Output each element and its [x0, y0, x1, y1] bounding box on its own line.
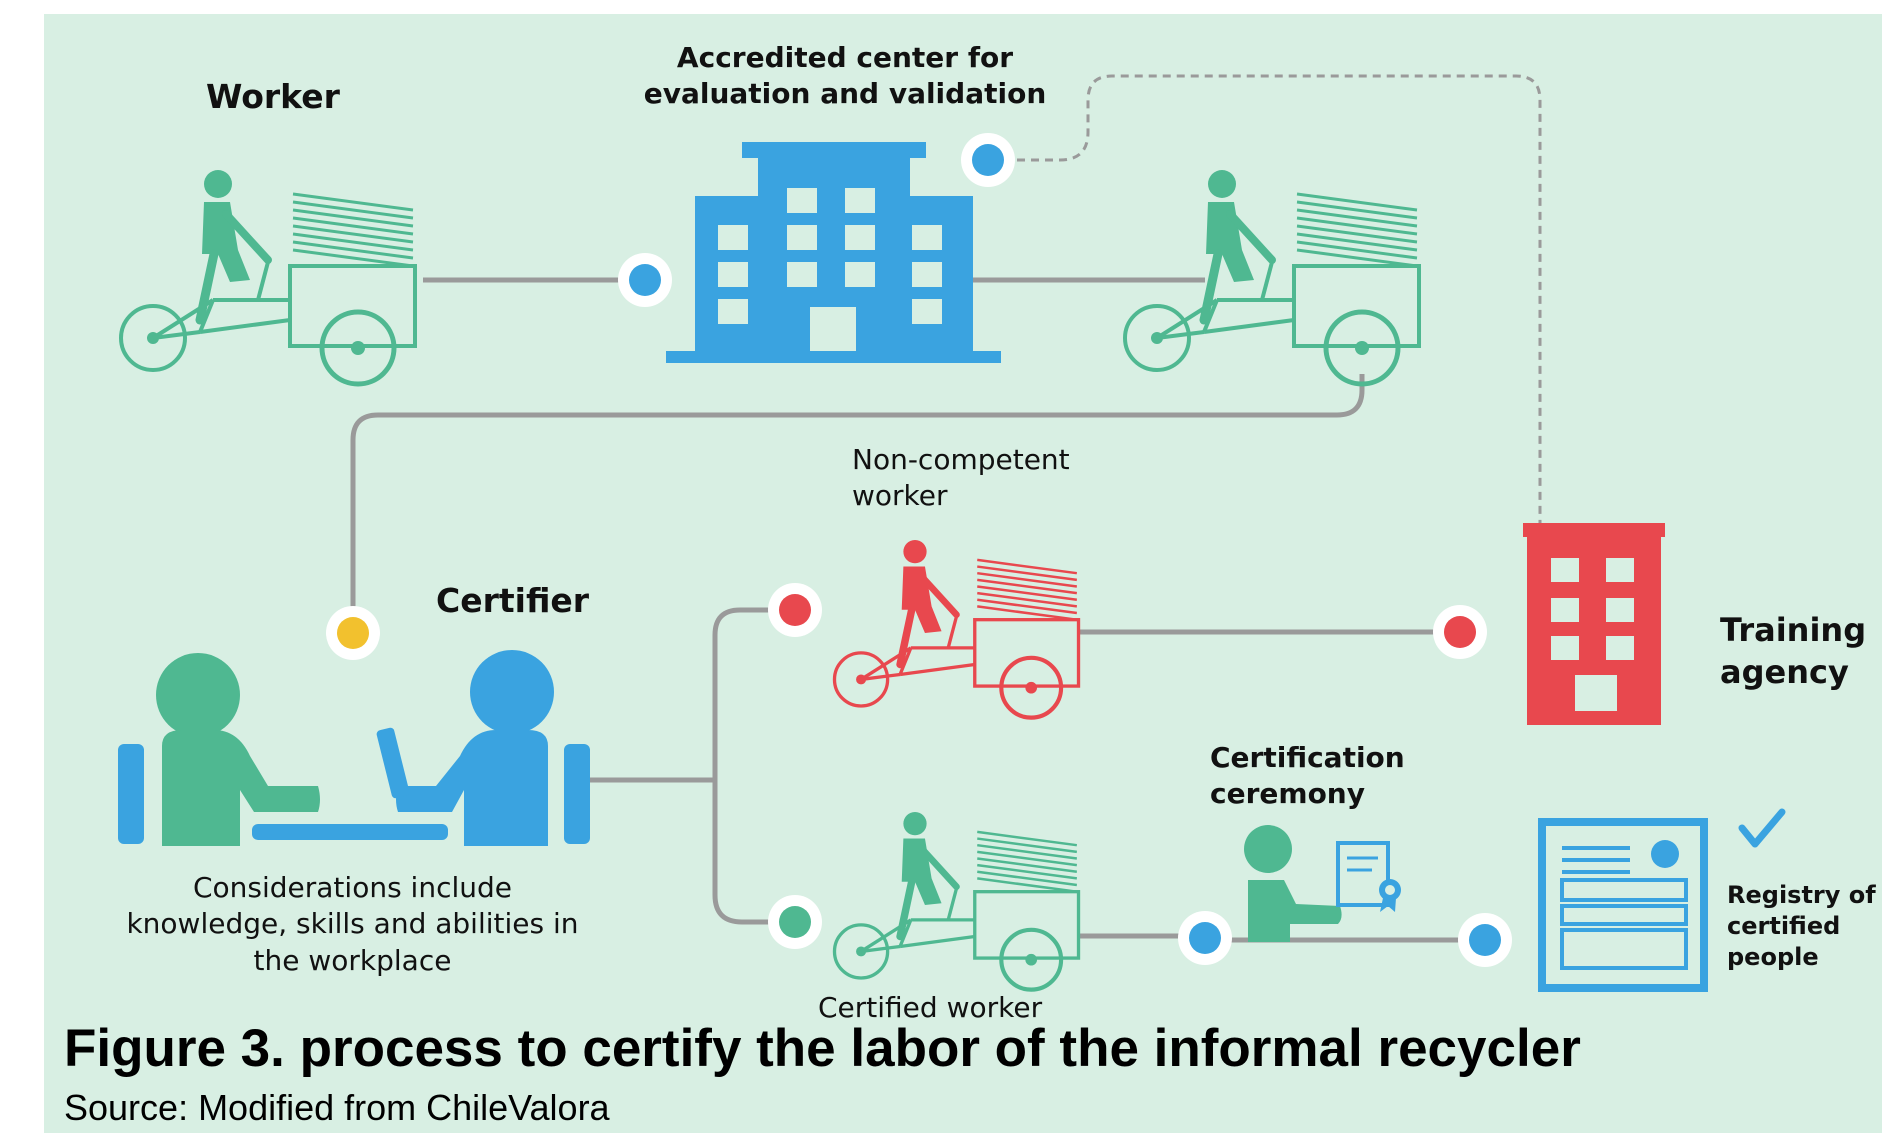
connector-line [350, 374, 1365, 630]
worker-label: Worker [206, 77, 340, 116]
connector-node [1458, 913, 1512, 967]
training-agency-label: Training agency [1720, 611, 1867, 691]
considerations-label: Considerations include knowledge, skills… [126, 871, 579, 977]
meeting-icon [118, 650, 590, 846]
certification-ceremony-label: Certification ceremony [1210, 741, 1405, 811]
connector-node [1433, 605, 1487, 659]
checkmark-icon [1738, 808, 1786, 848]
non-competent-bike-icon [834, 540, 1078, 718]
figure-caption-source: Source: Modified from ChileValora [64, 1087, 610, 1128]
certified-bike-icon [834, 812, 1078, 990]
ceremony-icon [1244, 825, 1401, 942]
registry-label: Registry of certified people [1727, 881, 1876, 972]
connector-node [1178, 911, 1232, 965]
building-icon [666, 142, 1001, 363]
non-competent-worker-label: Non-competent worker [852, 443, 1070, 513]
dashed-connector [1017, 74, 1542, 525]
recycler-bike-icon [121, 170, 415, 384]
connector-node [618, 253, 672, 307]
connector-node [961, 133, 1015, 187]
connector-node [326, 606, 380, 660]
certifier-label: Certifier [436, 581, 590, 620]
registry-document-icon [1538, 818, 1708, 992]
connector-line [712, 607, 795, 925]
figure-caption-title: Figure 3. process to certify the labor o… [64, 1019, 1581, 1078]
connector-node [768, 583, 822, 637]
training-agency-building-icon [1523, 523, 1665, 725]
certified-worker-label: Certified worker [818, 991, 1043, 1024]
connector-node [768, 895, 822, 949]
accredited-center-label: Accredited center for evaluation and val… [643, 41, 1047, 111]
certificate-icon [1336, 841, 1401, 912]
recycler-bike-icon [1125, 170, 1419, 384]
